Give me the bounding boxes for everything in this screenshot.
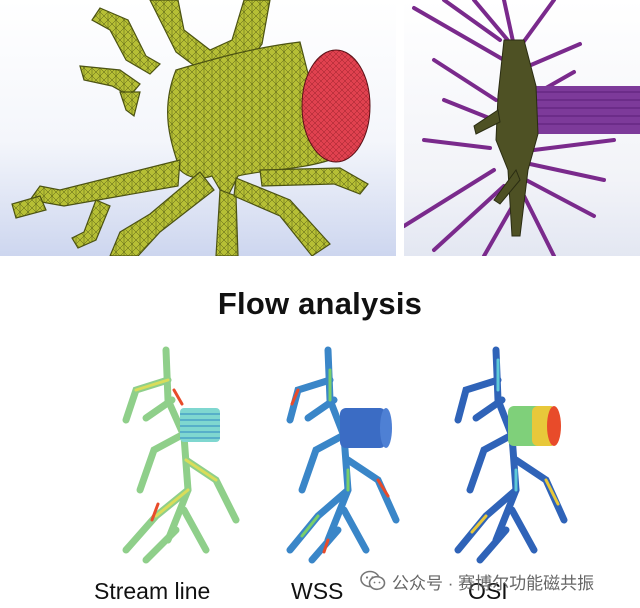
caption-stream-line: Stream line — [94, 578, 211, 604]
watermark-text: 公众号 · 赛博尔功能磁共振 — [392, 573, 595, 593]
watermark: 公众号 · 赛博尔功能磁共振 — [360, 568, 594, 594]
caption-wss: WSS — [291, 578, 344, 604]
wss-visualization — [268, 340, 468, 565]
airway-mesh-image — [0, 0, 396, 256]
airway-streamline-image — [404, 0, 640, 256]
stream-line-visualization — [96, 340, 296, 565]
wechat-icon — [360, 570, 386, 591]
osi-visualization — [432, 340, 632, 565]
caption-osi: OSI — [468, 578, 508, 604]
figure-title: Flow analysis — [217, 286, 423, 321]
